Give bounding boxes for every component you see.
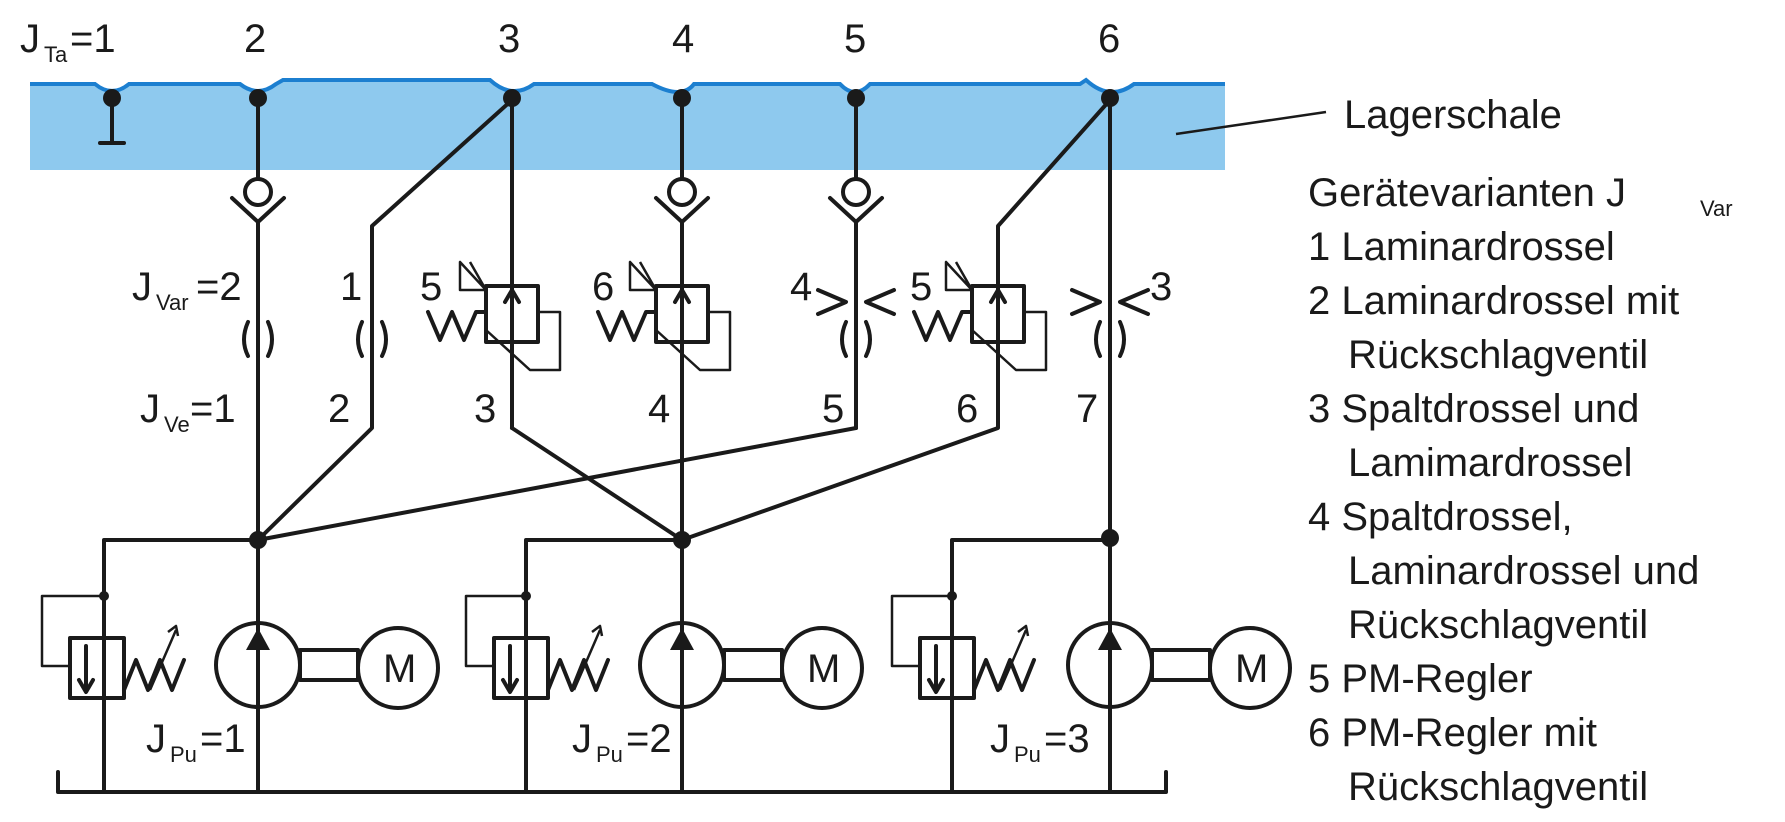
pump-value-2: =2 <box>626 717 672 761</box>
variant-line-11: Rückschlagventil <box>1348 765 1648 809</box>
variant-line-3: Rückschlagventil <box>1348 333 1648 377</box>
pump-unit-2: M J Pu =2 <box>464 538 864 794</box>
variant-line-9: 5 PM-Regler <box>1308 657 1533 701</box>
pocket-label-sub: Ta <box>44 42 68 67</box>
motor-letter: M <box>807 647 840 691</box>
pump-unit-1: M J Pu =1 <box>40 538 440 794</box>
pump-prefix: J <box>990 717 1010 761</box>
pump-value-1: =1 <box>200 717 246 761</box>
jvar-prefix: J <box>132 265 152 309</box>
jvar-sub: Var <box>156 290 189 315</box>
device-number-4: 4 <box>790 265 812 309</box>
branch-number-5: 5 <box>822 387 844 431</box>
motor-letter: M <box>383 647 416 691</box>
gap-throttle <box>816 288 896 316</box>
jve-value: =1 <box>190 387 236 431</box>
pump-sub: Pu <box>170 742 197 767</box>
column-labels: J Var =2 J Ve =1 2 3 4 5 6 7 1 5 6 4 5 3 <box>132 265 1172 437</box>
branch-4 <box>596 89 732 542</box>
pocket-label-4: 4 <box>672 17 694 61</box>
branch-number-3: 3 <box>474 387 496 431</box>
pump-prefix: J <box>572 717 592 761</box>
branch-number-6: 6 <box>956 387 978 431</box>
variant-line-5: Lamimardrossel <box>1348 441 1633 485</box>
pump-shaft <box>298 648 360 682</box>
device-number-3: 3 <box>1150 265 1172 309</box>
relief-valve-box <box>68 636 126 700</box>
branch-number-7: 7 <box>1076 387 1098 431</box>
variants-title-sub: Var <box>1700 196 1733 221</box>
bearing-label: Lagerschale <box>1344 93 1562 137</box>
laminar-throttle <box>242 320 274 358</box>
check-valve-ball <box>243 177 273 207</box>
pm-regulator-arrow <box>503 288 521 336</box>
check-valve-seat <box>230 196 286 224</box>
branch-number-2: 2 <box>328 387 350 431</box>
bearing-shell-edge <box>30 77 1225 94</box>
pump-value-3: =3 <box>1044 717 1090 761</box>
bearing-leader-line <box>1175 110 1327 136</box>
branch-3 <box>426 89 684 542</box>
branch-2 <box>256 98 514 542</box>
pocket-label-6: 6 <box>1098 17 1120 61</box>
branch-5 <box>256 89 896 542</box>
pocket-1-plug <box>98 89 126 145</box>
bearing-shell <box>30 77 1225 170</box>
pocket-label-5: 5 <box>844 17 866 61</box>
branch-1 <box>230 89 286 542</box>
jve-prefix: J <box>140 387 160 431</box>
motor-letter: M <box>1235 647 1268 691</box>
variant-line-6: 4 Spaltdrossel, <box>1308 495 1573 539</box>
device-number-5b: 5 <box>910 265 932 309</box>
variants-title: Gerätevarianten J <box>1308 171 1626 215</box>
pocket-label-value: =1 <box>70 17 116 61</box>
jve-sub: Ve <box>164 412 190 437</box>
device-number-1: 1 <box>340 265 362 309</box>
branch-7 <box>1070 96 1150 542</box>
variant-line-2: 2 Laminardrossel mit <box>1308 279 1679 323</box>
pocket-label-2: 2 <box>244 17 266 61</box>
jvar-value: =2 <box>196 265 242 309</box>
pm-regulator-spring <box>426 310 488 342</box>
pocket-label-prefix: J <box>20 17 40 61</box>
variants-legend: Gerätevarianten J Var 1 Laminardrossel 2… <box>1308 171 1733 809</box>
bearing-shell-body <box>30 80 1225 170</box>
pump-prefix: J <box>146 717 166 761</box>
motor-circle <box>356 626 440 710</box>
pocket-label-3: 3 <box>498 17 520 61</box>
branch-number-4: 4 <box>648 387 670 431</box>
variant-line-10: 6 PM-Regler mit <box>1308 711 1597 755</box>
variant-line-1: 1 Laminardrossel <box>1308 225 1615 269</box>
pocket-labels: J Ta =1 2 3 4 5 6 <box>20 17 1120 67</box>
device-number-5a: 5 <box>420 265 442 309</box>
pump-sub: Pu <box>596 742 623 767</box>
variant-line-7: Laminardrossel und <box>1348 549 1699 593</box>
device-number-6: 6 <box>592 265 614 309</box>
pump-arrow <box>246 628 270 650</box>
pm-regulator-pilot <box>458 260 562 372</box>
tank-line <box>56 770 1168 794</box>
variant-line-4: 3 Spaltdrossel und <box>1308 387 1639 431</box>
laminar-throttle <box>356 320 388 358</box>
variant-line-8: Rückschlagventil <box>1348 603 1648 647</box>
pump-unit-3: M J Pu =3 <box>890 538 1292 794</box>
pump-sub: Pu <box>1014 742 1041 767</box>
